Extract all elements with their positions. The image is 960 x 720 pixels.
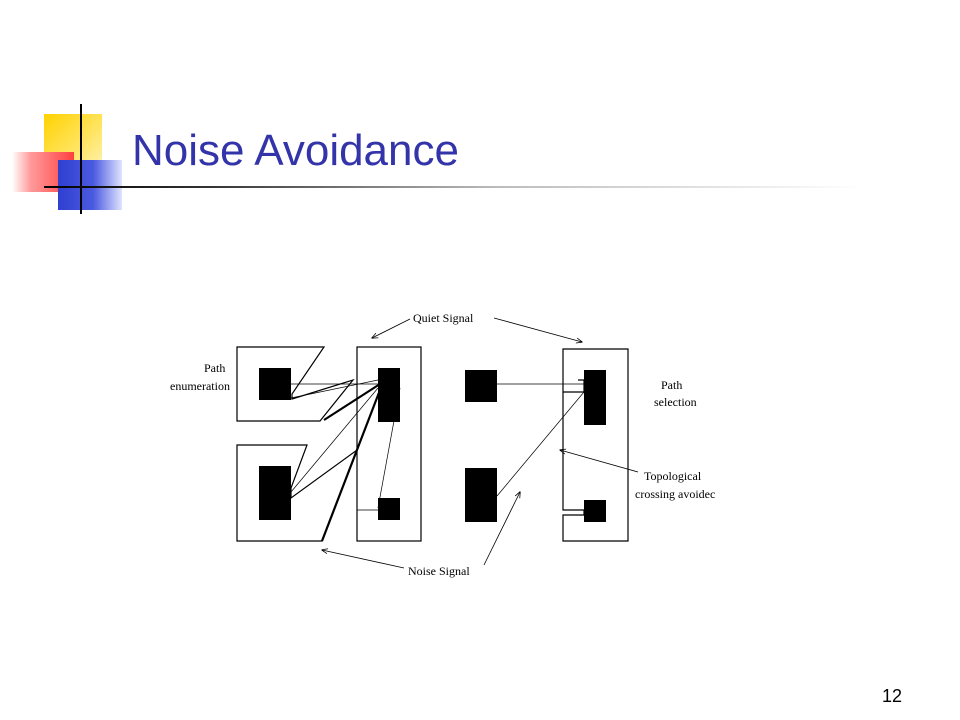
decor-vertical-line <box>80 104 82 214</box>
thick-wires <box>320 383 382 542</box>
routing-wires <box>290 379 585 511</box>
decor-blue-square <box>58 160 122 210</box>
pin-mid-top <box>465 370 497 402</box>
slide-title: Noise Avoidance <box>132 126 459 175</box>
label-topological-1: Topological <box>644 469 702 483</box>
enum-region-top <box>236 346 355 422</box>
arrow-noise-right <box>483 492 520 566</box>
arrow-topological <box>560 450 639 473</box>
label-quiet-signal: Quiet Signal <box>413 311 474 325</box>
pin-left-tall <box>378 368 400 422</box>
pin-right-small <box>584 500 606 522</box>
pin-left-small <box>378 498 400 520</box>
label-path-sel-1: Path <box>661 378 682 392</box>
title-underline <box>44 186 864 188</box>
label-path-sel-2: selection <box>654 395 697 409</box>
label-path-enum-1: Path <box>204 361 225 375</box>
label-path-enum-2: enumeration <box>170 379 230 393</box>
arrow-noise-left <box>322 550 405 569</box>
pin-enum-bottom <box>259 466 291 520</box>
label-topological-2: crossing avoidec <box>635 487 715 501</box>
pin-right-tall <box>584 370 606 425</box>
pin-enum-top <box>259 368 291 400</box>
enum-region-bottom <box>236 444 359 542</box>
label-noise-signal: Noise Signal <box>408 564 470 578</box>
arrow-quiet-left <box>372 318 411 338</box>
pin-mid-bottom <box>465 468 497 522</box>
page-number: 12 <box>881 686 902 706</box>
arrow-quiet-right <box>493 317 582 342</box>
